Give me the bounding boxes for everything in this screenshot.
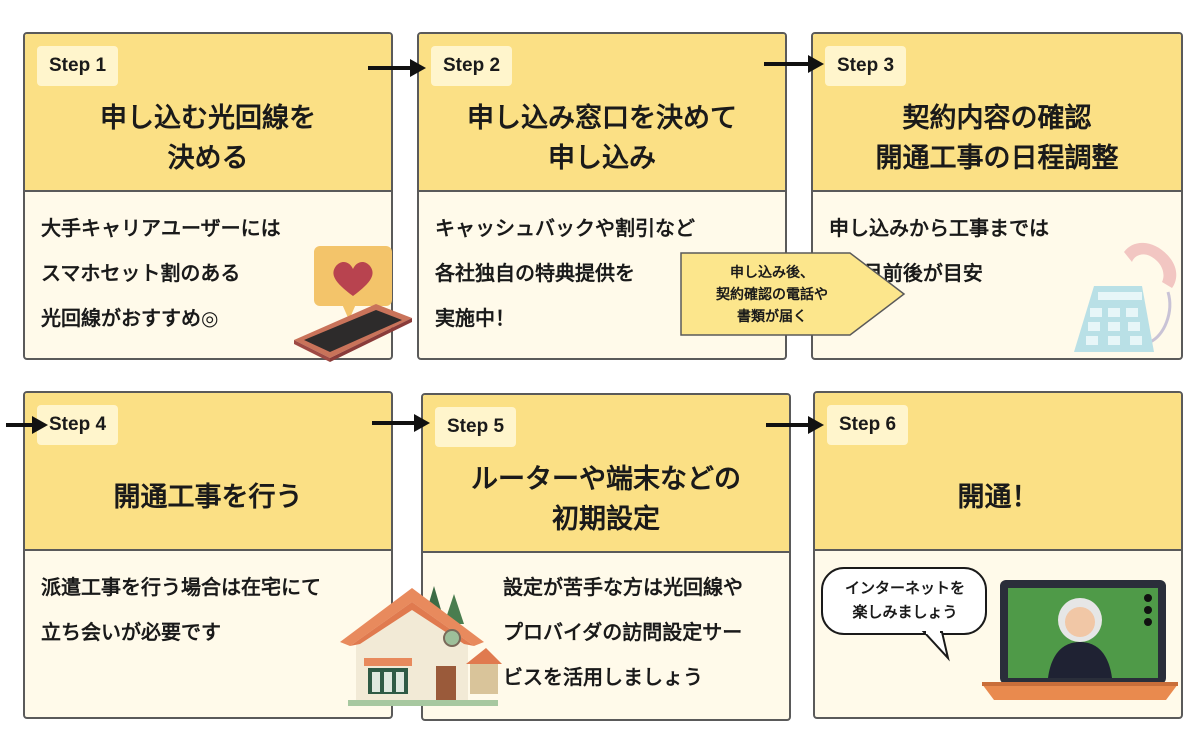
step-label: Step 3 xyxy=(825,46,907,86)
step-body: 設定が苦手な方は光回線や プロバイダの訪問設定サー ビスを活用しましょう xyxy=(503,575,743,689)
laptop-video-call-icon xyxy=(982,580,1178,700)
step-card-6: Step 6 開通！ xyxy=(813,391,1183,719)
heart-speech-icon xyxy=(314,246,392,320)
step-body: 派遣工事を行う場合は在宅にて 立ち会いが必要です xyxy=(41,575,321,644)
step-header: Step 4 開通工事を行う xyxy=(25,393,391,551)
step-label: Step 5 xyxy=(435,407,517,447)
callout-text: 申し込み後、 契約確認の電話や 書類が届く xyxy=(716,265,828,325)
step-label: Step 4 xyxy=(37,405,119,445)
speech-bubble-text: インターネットを 楽しみましょう xyxy=(844,579,965,621)
step-title: 開通！ xyxy=(957,482,1039,513)
arrow-right-icon xyxy=(764,55,824,73)
step-card-1: Step 1 申し込む光回線を 決める 大手キャリアユーザーには スマホセット割… xyxy=(23,32,393,360)
step-card-4: Step 4 開通工事を行う 派遣工事を行う場合は在宅にて 立ち会いが必要です xyxy=(23,391,393,719)
step-title: 申し込み窓口を決めて 申し込み xyxy=(467,103,737,174)
step-title: 契約内容の確認 開通工事の日程調整 xyxy=(875,103,1119,174)
step-header: Step 6 開通！ xyxy=(815,393,1181,551)
step-header: Step 3 契約内容の確認 開通工事の日程調整 xyxy=(813,34,1181,192)
step-label: Step 6 xyxy=(827,405,909,445)
smartphone-icon xyxy=(294,304,412,362)
step-header: Step 2 申し込み窓口を決めて 申し込み xyxy=(419,34,785,192)
arrow-right-icon xyxy=(766,416,824,434)
step-header: Step 1 申し込む光回線を 決める xyxy=(25,34,391,192)
step-title: 申し込む光回線を 決める xyxy=(100,103,316,174)
step-title: ルーターや端末などの 初期設定 xyxy=(471,464,741,535)
step-label: Step 2 xyxy=(431,46,513,86)
arrow-right-icon xyxy=(372,414,430,432)
step-header: Step 5 ルーターや端末などの 初期設定 xyxy=(423,395,789,553)
step-title: 開通工事を行う xyxy=(113,482,303,513)
step-body: キャッシュバックや割引など 各社独自の特典提供を 実施中！ xyxy=(435,216,695,330)
speech-bubble xyxy=(821,567,987,662)
arrow-right-icon xyxy=(368,59,426,77)
step-label: Step 1 xyxy=(37,46,119,86)
telephone-icon xyxy=(1074,242,1177,352)
step-card-5: Step 5 ルーターや端末などの 初期設定 設定が苦手な方は光回線や プロバイ… xyxy=(421,393,791,721)
step-body: 大手キャリアユーザーには スマホセット割のある 光回線がおすすめ◎ xyxy=(41,216,281,330)
house-icon xyxy=(340,586,502,706)
callout-arrow xyxy=(680,252,906,336)
arrow-right-icon xyxy=(6,416,48,434)
